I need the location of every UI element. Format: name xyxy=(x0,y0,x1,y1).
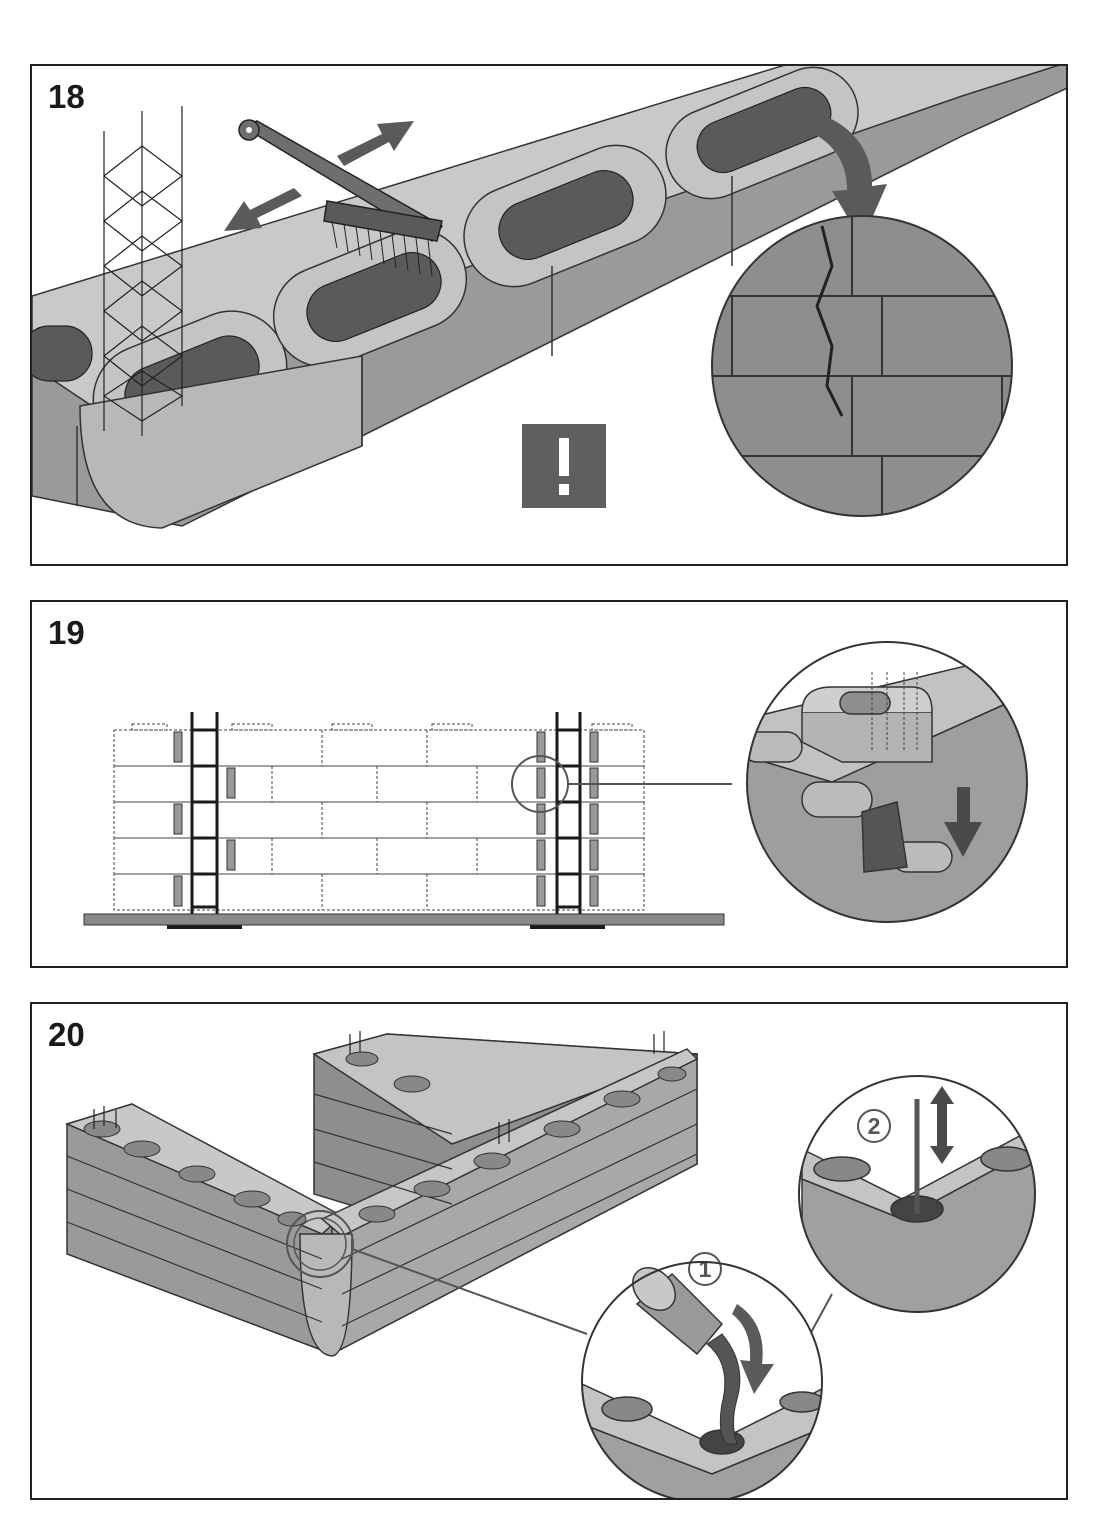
ground-slab xyxy=(83,913,725,926)
callout-circle xyxy=(286,1210,354,1278)
dowel-markers xyxy=(173,731,599,907)
rebar-cage xyxy=(102,106,184,436)
step-20-panel: 20 xyxy=(30,1002,1068,1500)
brush-icon xyxy=(238,119,444,277)
rod-detail-circle: 2 xyxy=(798,1075,1036,1313)
block-row xyxy=(32,66,1066,529)
step-number: 19 xyxy=(48,614,85,651)
block-placement-detail xyxy=(746,641,1028,923)
rebar-ladder-icon xyxy=(167,712,605,929)
step-number: 18 xyxy=(48,78,85,115)
double-arrow-icon xyxy=(224,121,414,231)
step-18-panel: 18 xyxy=(30,64,1068,566)
warning-icon xyxy=(522,424,606,508)
l-shaped-wall xyxy=(64,1031,699,1357)
curved-arrow-icon xyxy=(732,1304,774,1394)
crack-detail-circle xyxy=(711,215,1013,517)
step-number: 20 xyxy=(48,1016,85,1053)
marker-2: 2 xyxy=(868,1113,881,1139)
pour-detail-circle: 1 xyxy=(581,1252,823,1498)
marker-1: 1 xyxy=(699,1256,712,1282)
step-20-illustration: 1 2 xyxy=(64,1031,1036,1498)
curved-arrow-icon xyxy=(802,108,887,241)
step-19-illustration xyxy=(83,641,1028,929)
down-arrow-icon xyxy=(944,787,982,857)
step-19-panel: 19 xyxy=(30,600,1068,968)
updown-arrow-icon xyxy=(930,1086,954,1164)
step-18-illustration xyxy=(32,66,1066,529)
